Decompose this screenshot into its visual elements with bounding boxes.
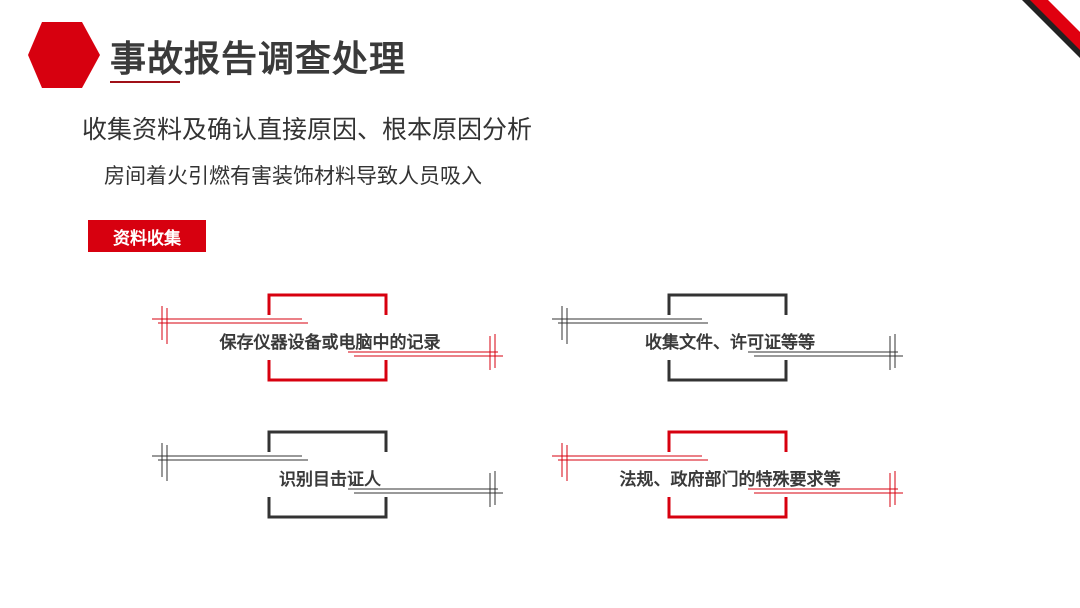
page-title: 事故报告调查处理 [110,39,407,80]
card-label: 保存仪器设备或电脑中的记录 [219,333,441,353]
description: 房间着火引燃有害装饰材料导致人员吸入 [104,164,482,188]
corner-stripe-red [1030,0,1080,50]
section-tag: 资料收集 [88,220,206,252]
card-witnesses: 识别目击证人 [150,429,510,529]
frame-bottom [667,497,788,519]
card-label: 法规、政府部门的特殊要求等 [619,470,841,490]
card-records: 保存仪器设备或电脑中的记录 [150,292,510,392]
frame-top [667,430,788,452]
frame-top [267,293,388,315]
card-documents: 收集文件、许可证等等 [550,292,910,392]
frame-bottom [267,497,388,519]
card-label: 收集文件、许可证等等 [645,333,815,353]
subtitle: 收集资料及确认直接原因、根本原因分析 [82,115,533,144]
hexagon-icon [28,22,100,88]
frame-bottom [667,360,788,382]
frame-top [267,430,388,452]
frame-bottom [267,360,388,382]
card-regulations: 法规、政府部门的特殊要求等 [550,429,910,529]
card-label: 识别目击证人 [279,470,381,490]
frame-top [667,293,788,315]
corner-stripe-dark [1022,0,1080,58]
